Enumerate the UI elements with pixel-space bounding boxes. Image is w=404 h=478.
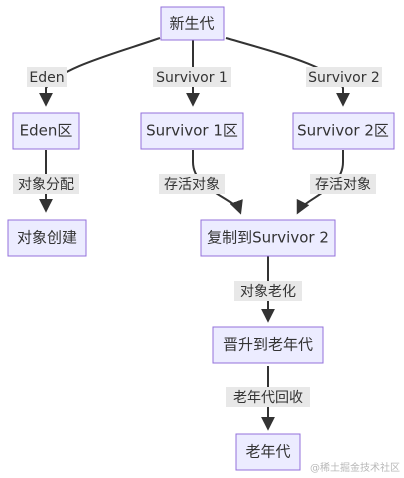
svg-text:存活对象: 存活对象 <box>164 177 220 193</box>
edge-label-old-gc: 老年代回收 <box>226 387 310 407</box>
svg-text:Eden: Eden <box>29 70 64 86</box>
svg-text:晋升到老年代: 晋升到老年代 <box>223 336 313 354</box>
edge-label-survivor2: Survivor 2 <box>306 67 382 87</box>
svg-text:对象创建: 对象创建 <box>17 229 77 247</box>
svg-text:Eden区: Eden区 <box>20 122 73 140</box>
edge-label-survivor1: Survivor 1 <box>153 67 231 87</box>
edge-label-eden: Eden <box>27 67 67 87</box>
svg-text:新生代: 新生代 <box>169 15 214 33</box>
node-new-generation: 新生代 <box>160 6 225 41</box>
edge-label-aging: 对象老化 <box>234 281 302 301</box>
node-object-create: 对象创建 <box>7 219 87 257</box>
node-survivor1: Survivor 1区 <box>140 112 244 150</box>
svg-text:对象分配: 对象分配 <box>18 177 74 193</box>
svg-text:老年代回收: 老年代回收 <box>233 390 303 406</box>
watermark-text: @稀土掘金技术社区 <box>310 461 400 474</box>
node-eden: Eden区 <box>12 112 80 150</box>
svg-text:Survivor 1: Survivor 1 <box>156 70 228 86</box>
edge-label-object-alloc: 对象分配 <box>13 174 79 194</box>
svg-text:存活对象: 存活对象 <box>315 177 371 193</box>
node-promote-old-gen: 晋升到老年代 <box>212 326 324 364</box>
svg-text:老年代: 老年代 <box>245 443 290 461</box>
edge-label-survivor2-alive: 存活对象 <box>310 174 376 194</box>
edge-label-survivor1-alive: 存活对象 <box>159 174 225 194</box>
svg-text:复制到Survivor 2: 复制到Survivor 2 <box>207 229 329 247</box>
node-old-generation: 老年代 <box>235 433 301 471</box>
svg-text:Survivor 2: Survivor 2 <box>308 70 380 86</box>
node-copy-to-survivor2: 复制到Survivor 2 <box>200 219 336 257</box>
svg-text:对象老化: 对象老化 <box>240 284 296 300</box>
svg-text:Survivor 2区: Survivor 2区 <box>297 122 389 140</box>
node-survivor2: Survivor 2区 <box>292 112 395 150</box>
svg-text:Survivor 1区: Survivor 1区 <box>146 122 238 140</box>
